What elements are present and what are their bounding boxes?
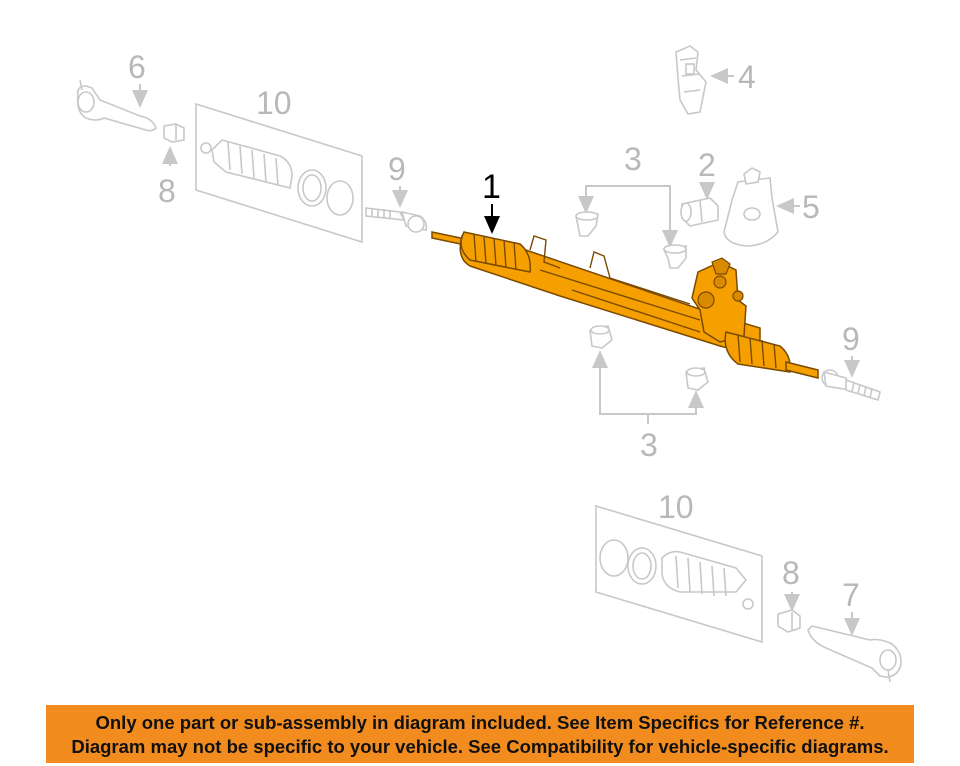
outer-tie-rod-end-left xyxy=(76,79,157,132)
inner-tie-rod-right xyxy=(821,369,881,402)
callout-3-bottom: 3 xyxy=(640,427,658,463)
disclaimer-line-2: Diagram may not be specific to your vehi… xyxy=(71,736,889,757)
steering-rack-assembly xyxy=(431,231,819,379)
boot-kit-top xyxy=(195,102,363,244)
clamp-bushing-bottom-2 xyxy=(685,367,709,391)
lock-nut-right xyxy=(777,609,801,633)
coupling-part-4 xyxy=(675,45,707,115)
disclaimer-line-1: Only one part or sub-assembly in diagram… xyxy=(95,712,865,733)
callout-7: 7 xyxy=(842,577,860,613)
callout-6: 6 xyxy=(128,49,146,85)
callout-10-top: 10 xyxy=(256,85,292,121)
disclaimer-banner: Only one part or sub-assembly in diagram… xyxy=(46,705,914,763)
outer-tie-rod-end-right xyxy=(807,625,902,683)
inner-tie-rod-left xyxy=(365,207,428,233)
callout-4: 4 xyxy=(738,59,756,95)
clamp-bushing-top-1 xyxy=(575,211,599,237)
insulator-part-5 xyxy=(723,167,779,247)
callout-3-top: 3 xyxy=(624,141,642,177)
callout-8-top: 8 xyxy=(158,173,176,209)
callout-10-bottom: 10 xyxy=(658,489,694,525)
callout-8-bottom: 8 xyxy=(782,555,800,591)
bushing-part-2 xyxy=(680,197,719,227)
clamp-bushing-top-2 xyxy=(662,244,687,269)
callout-5: 5 xyxy=(802,189,820,225)
callout-2: 2 xyxy=(698,147,716,183)
parts-diagram: 6 8 10 9 4 2 xyxy=(76,45,902,683)
clamp-bushing-bottom-1 xyxy=(589,325,613,349)
callout-1: 1 xyxy=(482,168,501,206)
boot-kit-bottom xyxy=(595,504,763,644)
callout-9-left: 9 xyxy=(388,151,406,187)
callout-9-right: 9 xyxy=(842,321,860,357)
lock-nut-left xyxy=(163,123,185,143)
